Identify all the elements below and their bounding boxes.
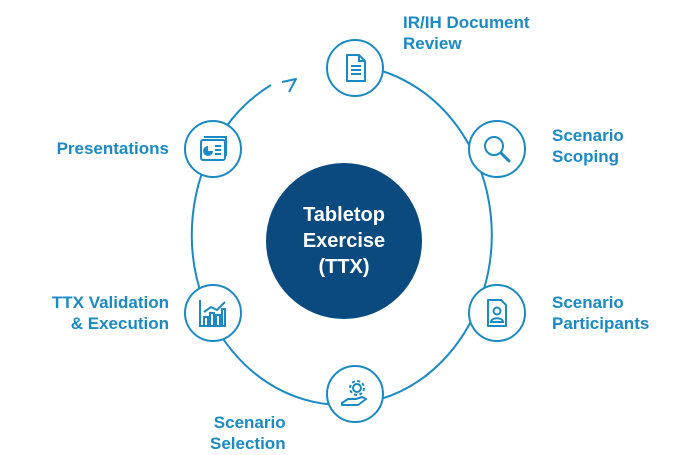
center-circle: Tabletop Exercise (TTX): [266, 163, 422, 319]
step-label-scenario-selection: Scenario Selection: [210, 413, 286, 453]
center-title-line3: (TTX): [318, 256, 370, 278]
step-label-scenario-participants: Scenario Participants: [552, 293, 650, 333]
magnifier-icon: [484, 136, 511, 163]
step-node-presentations: [184, 120, 242, 178]
step-node-ttx-validation: [184, 284, 242, 342]
participant-badge-icon: [487, 299, 507, 327]
cycle-arrow-head-icon: [281, 78, 297, 93]
step-label-presentations: Presentations: [56, 139, 169, 158]
document-icon: [346, 54, 366, 82]
center-title-line1: Tabletop: [303, 204, 385, 226]
step-label-ttx-validation: TTX Validation & Execution: [51, 293, 169, 333]
step-label-document-review: IR/IH Document Review: [403, 13, 530, 53]
step-node-scenario-participants: [468, 284, 526, 342]
growth-chart-icon: [199, 300, 226, 327]
center-title-line2: Exercise: [302, 230, 386, 252]
presentation-slides-icon: [200, 136, 227, 161]
step-label-scenario-scoping: Scenario Scoping: [552, 126, 624, 166]
gear-hand-icon: [341, 380, 367, 406]
step-node-scenario-selection: [326, 365, 384, 423]
step-node-scenario-scoping: [468, 120, 526, 178]
step-node-document-review: [326, 39, 384, 97]
